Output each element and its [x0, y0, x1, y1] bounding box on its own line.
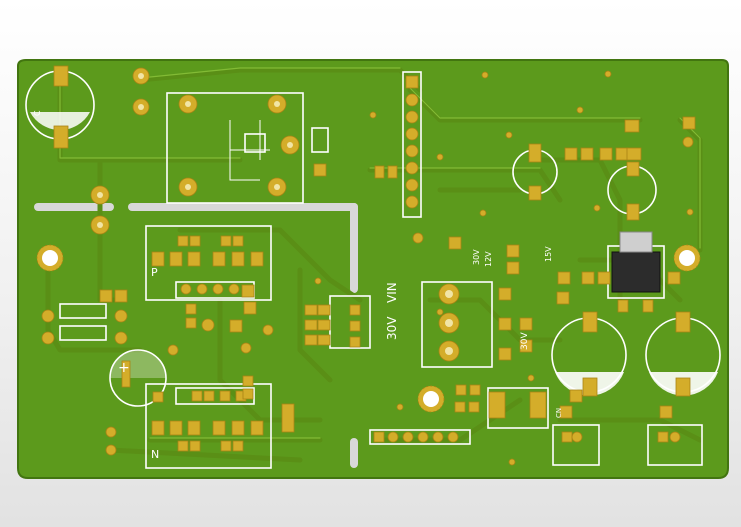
copper-traces [45, 67, 703, 463]
pads [36, 65, 701, 466]
label-12v: 12V [484, 251, 493, 267]
board-cutout [350, 203, 358, 293]
label-vin: VIN [385, 282, 399, 303]
pcb-board [17, 59, 729, 479]
regulator-chip [611, 251, 661, 293]
label-n: N [151, 448, 159, 461]
board-cutout [128, 203, 358, 211]
silkscreen-labels: VIN 30V 30V 12V 15V 30V N P + C CN [33, 110, 563, 461]
board-cutout [34, 203, 114, 211]
regulator-tab [619, 231, 653, 253]
label-p: P [151, 266, 158, 279]
label-c: C [33, 110, 42, 116]
label-15v: 15V [544, 246, 553, 262]
label-30v-small: 30V [472, 249, 481, 265]
label-30v: 30V [385, 316, 399, 340]
label-30v-terminal: 30V [520, 332, 530, 350]
label-plus: + [118, 360, 130, 376]
board-cutout [350, 438, 358, 468]
label-cn: CN [555, 408, 563, 418]
